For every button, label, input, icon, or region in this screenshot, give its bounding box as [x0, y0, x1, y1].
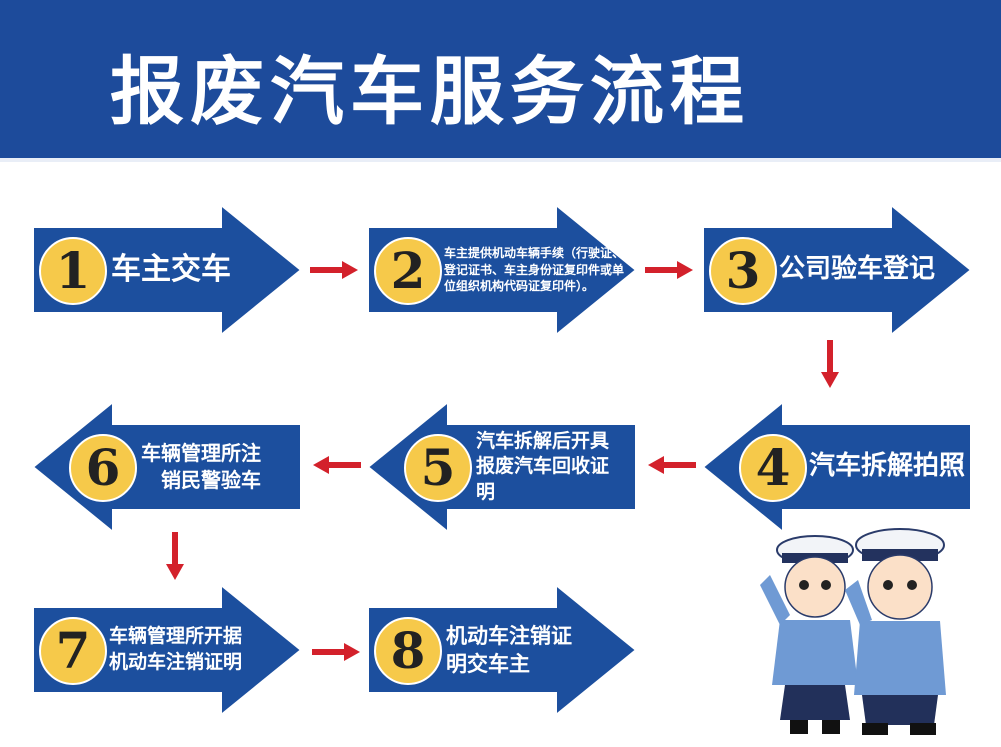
- step-number: 2: [374, 237, 442, 305]
- step-text: 公司验车登记: [779, 254, 936, 285]
- connector-arrow-right: [645, 261, 693, 279]
- step-number: 8: [374, 617, 442, 685]
- male-officer: [845, 528, 946, 735]
- connector-arrow-down: [821, 340, 839, 388]
- step-text: 车辆管理所注销民警验车: [141, 441, 261, 492]
- step-number: 1: [39, 237, 107, 305]
- connector-arrow-down: [166, 532, 184, 580]
- step-text: 车主提供机动车辆手续（行驶证、登记证书、车主身份证复印件或单位组织机构代码证复印…: [444, 245, 625, 294]
- step-number: 4: [739, 434, 807, 502]
- title-banner: 报废汽车服务流程: [0, 0, 1001, 162]
- step-text: 汽车拆解拍照: [809, 451, 966, 482]
- step-4: 4 汽车拆解拍照: [703, 402, 971, 532]
- connector-arrow-left: [313, 456, 361, 474]
- step-text: 车辆管理所开据机动车注销证明: [109, 625, 243, 673]
- police-officers-illustration: [760, 528, 946, 735]
- connector-arrow-right: [312, 643, 360, 661]
- step-text: 汽车拆解后开具报废汽车回收证明: [476, 429, 610, 503]
- step-number: 5: [404, 434, 472, 502]
- female-officer: [760, 535, 858, 734]
- step-number: 3: [709, 237, 777, 305]
- step-text: 车主交车: [111, 251, 231, 287]
- step-1: 1 车主交车: [33, 205, 301, 335]
- step-8: 8 机动车注销证明交车主: [368, 585, 636, 715]
- step-text: 机动车注销证明交车主: [446, 623, 572, 676]
- step-7: 7 车辆管理所开据机动车注销证明: [33, 585, 301, 715]
- step-6: 6 车辆管理所注销民警验车: [33, 402, 301, 532]
- step-3: 3 公司验车登记: [703, 205, 971, 335]
- step-5: 5 汽车拆解后开具报废汽车回收证明: [368, 402, 636, 532]
- connector-arrow-left: [648, 456, 696, 474]
- step-number: 7: [39, 617, 107, 685]
- connector-arrow-right: [310, 261, 358, 279]
- step-number: 6: [69, 434, 137, 502]
- step-2: 2 车主提供机动车辆手续（行驶证、登记证书、车主身份证复印件或单位组织机构代码证…: [368, 205, 636, 335]
- page-title: 报废汽车服务流程: [110, 49, 750, 135]
